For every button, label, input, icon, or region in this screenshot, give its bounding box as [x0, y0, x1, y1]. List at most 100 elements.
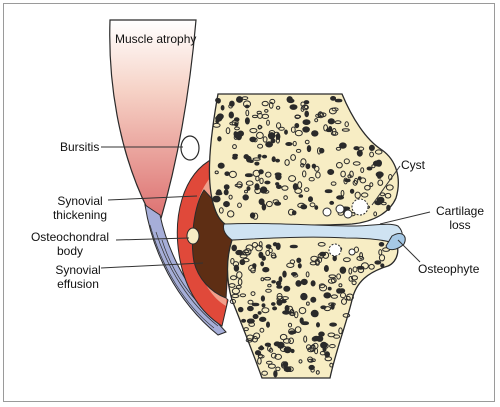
- trabecula: [236, 271, 243, 279]
- trabecula: [385, 184, 394, 191]
- trabecula: [250, 291, 256, 297]
- trabecula: [214, 170, 219, 175]
- trabecula: [339, 288, 346, 294]
- trabecula: [304, 139, 310, 145]
- label-cartilage-loss-line2: loss: [449, 218, 471, 232]
- trabecula: [267, 283, 272, 288]
- trabecula: [289, 259, 296, 265]
- trabecula: [254, 161, 260, 166]
- trabecula: [306, 145, 312, 153]
- trabecula: [261, 255, 266, 261]
- trabecula: [236, 96, 243, 103]
- trabecula: [314, 118, 319, 123]
- trabecula: [275, 242, 281, 251]
- trabecula: [220, 105, 225, 111]
- trabecula: [223, 184, 230, 190]
- trabecula: [274, 201, 282, 206]
- trabecula: [288, 337, 295, 345]
- trabecula: [369, 182, 374, 188]
- trabecula: [282, 361, 289, 368]
- trabecula: [257, 357, 262, 365]
- trabecula: [283, 346, 292, 354]
- trabecula: [288, 175, 297, 182]
- trabecula: [369, 151, 375, 158]
- trabecula: [304, 105, 309, 110]
- trabecula: [298, 359, 303, 364]
- trabecula: [333, 334, 341, 339]
- trabecula: [348, 267, 353, 275]
- trabecula: [330, 96, 337, 101]
- trabecula: [294, 129, 303, 137]
- trabecula: [258, 169, 264, 175]
- trabecula: [323, 265, 329, 272]
- label-synovial-effusion-line1: Synovial: [55, 263, 101, 277]
- trabecula: [265, 141, 274, 148]
- trabecula: [368, 144, 375, 151]
- trabecula: [378, 242, 385, 247]
- trabecula: [310, 296, 317, 303]
- trabecula: [309, 261, 317, 266]
- trabecula: [374, 149, 383, 155]
- bone-texture: [212, 96, 394, 378]
- trabecula: [340, 190, 345, 197]
- trabecula: [310, 280, 316, 287]
- trabecula: [352, 161, 361, 166]
- trabecula: [279, 345, 288, 352]
- trabecula: [304, 187, 310, 192]
- trabecula: [315, 370, 320, 375]
- trabecula: [267, 363, 276, 369]
- trabecula: [237, 306, 244, 313]
- trabecula: [248, 321, 255, 327]
- trabecula: [271, 280, 276, 284]
- trabecula: [343, 257, 351, 263]
- trabecula: [300, 292, 308, 301]
- trabecula: [296, 257, 302, 263]
- trabecula: [305, 163, 311, 170]
- trabecula: [258, 241, 263, 248]
- trabecula: [302, 170, 307, 178]
- trabecula: [376, 196, 385, 204]
- trabecula: [257, 154, 262, 158]
- trabecula: [270, 252, 277, 259]
- trabecula: [232, 155, 238, 160]
- trabecula: [271, 156, 276, 163]
- label-osteochondral-body-line2: body: [56, 244, 84, 258]
- trabecula: [223, 189, 229, 196]
- trabecula: [354, 177, 359, 185]
- trabecula: [259, 177, 264, 185]
- trabecula: [246, 334, 255, 342]
- trabecula: [336, 273, 342, 280]
- label-leaders: [100, 146, 431, 269]
- trabecula: [300, 101, 306, 107]
- trabecula: [233, 264, 240, 272]
- trabecula: [327, 118, 335, 125]
- subchondral-cysts: [322, 198, 369, 257]
- trabecula: [289, 244, 298, 249]
- trabecula: [316, 322, 320, 328]
- trabecula: [259, 316, 267, 322]
- trabecula: [309, 202, 316, 208]
- label-synovial-thickening-line2: thickening: [52, 208, 108, 222]
- trabecula: [297, 263, 302, 269]
- trabecula: [256, 131, 264, 139]
- trabecula: [329, 362, 334, 368]
- trabecula: [258, 346, 265, 351]
- trabecula: [297, 181, 303, 189]
- label-synovial-thickening-line1: Synovial: [57, 194, 103, 208]
- trabecula: [306, 344, 312, 351]
- trabecula: [231, 244, 237, 252]
- trabecula: [243, 327, 249, 332]
- trabecula: [264, 276, 271, 281]
- trabecula: [328, 126, 333, 133]
- trabecula: [319, 251, 327, 257]
- trabecula: [327, 278, 336, 284]
- trabecula: [275, 105, 281, 110]
- trabecula: [339, 266, 347, 274]
- trabecula: [234, 126, 240, 131]
- trabecula: [266, 321, 270, 328]
- trabecula: [261, 203, 267, 211]
- trabecula: [233, 131, 238, 137]
- trabecula: [291, 272, 298, 276]
- trabecula: [295, 148, 302, 153]
